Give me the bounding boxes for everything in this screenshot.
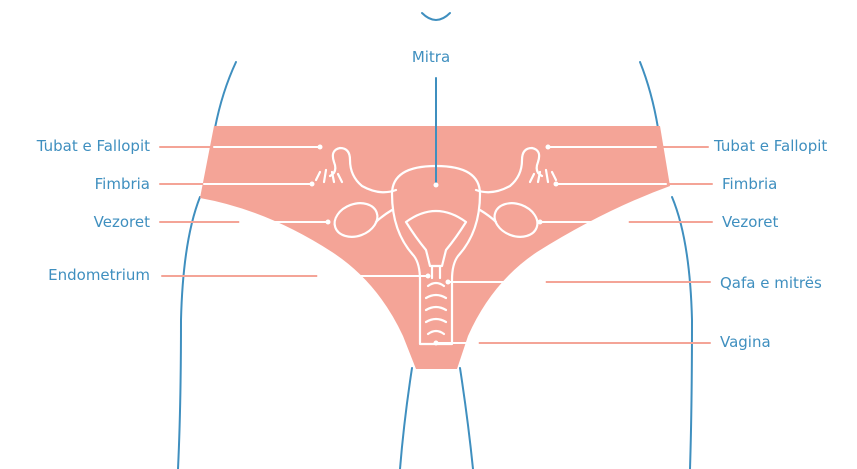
- right-outer-thigh: [672, 197, 692, 469]
- label-right-fimbria: Fimbria: [722, 175, 777, 193]
- right-inner-thigh: [460, 368, 473, 469]
- left-outer-thigh: [178, 197, 200, 469]
- label-left-fallopian-tubes: Tubat e Fallopit: [36, 137, 150, 155]
- label-mitra: Mitra: [412, 48, 450, 66]
- right-waist-line: [640, 62, 658, 128]
- leader-dot-cervix: [446, 280, 451, 285]
- label-vagina: Vagina: [720, 333, 771, 351]
- label-left-fimbria: Fimbria: [95, 175, 150, 193]
- leader-dot-mitra: [434, 183, 439, 188]
- left-waist-line: [215, 62, 236, 128]
- leader-dot-left-tube: [318, 145, 323, 150]
- label-cervix: Qafa e mitrës: [720, 274, 822, 292]
- leader-dot-right-ovary: [538, 220, 543, 225]
- leader-dot-right-tube: [546, 145, 551, 150]
- left-inner-thigh: [400, 368, 412, 469]
- leader-dot-left-fimbria: [310, 182, 315, 187]
- label-left-ovaries: Vezoret: [94, 213, 150, 231]
- label-right-ovaries: Vezoret: [722, 213, 778, 231]
- leader-dot-vagina: [434, 341, 439, 346]
- navel: [422, 13, 450, 20]
- leader-dot-left-ovary: [326, 220, 331, 225]
- leader-dot-right-fimbria: [554, 182, 559, 187]
- label-endometrium: Endometrium: [48, 266, 150, 284]
- label-right-fallopian-tubes: Tubat e Fallopit: [713, 137, 827, 155]
- leader-dot-endometrium: [426, 274, 431, 279]
